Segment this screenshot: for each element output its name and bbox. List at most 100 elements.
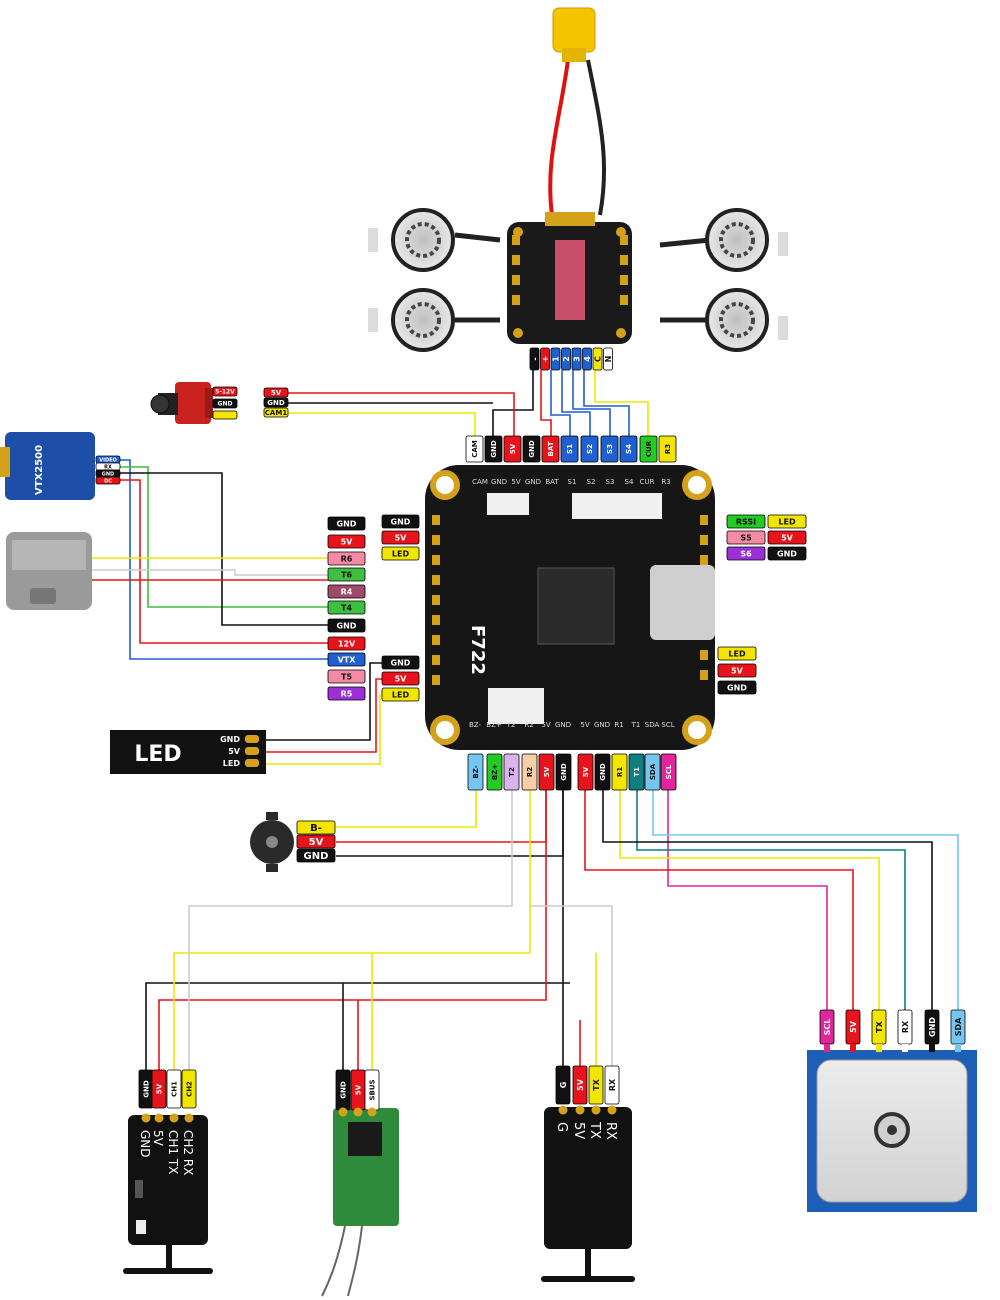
xt60-connector (552, 7, 596, 62)
pin-label: 2 (562, 356, 571, 362)
fc-silk-top-label: S3 (606, 478, 615, 486)
pin-tag-r1: R1 (611, 753, 628, 791)
pin-tag-led: LED (717, 646, 757, 661)
pin-tag-video: VIDEO (95, 455, 121, 464)
motor-bottom-left (391, 288, 455, 352)
pin-label: GND (391, 658, 411, 667)
motor-top-right (705, 208, 769, 272)
pin-label: SBUS (369, 1079, 377, 1100)
pin-tag-tx: TX (871, 1009, 887, 1045)
pin-tag-t4: T4 (327, 600, 366, 615)
pin-tag-r4: R4 (327, 584, 366, 599)
pin-tag-gnd: GND (296, 848, 336, 863)
pin-label: 5V (731, 666, 744, 675)
pin-tag-gnd: GND (327, 618, 366, 633)
pin-label: 5V (781, 533, 794, 542)
pin-tag-5v: 5V (350, 1069, 366, 1111)
wires (92, 59, 959, 1070)
pin-label: S3 (606, 444, 614, 454)
pin-tag-c: C (592, 347, 603, 371)
pin-label: BZ+ (491, 764, 499, 780)
pin-label: R1 (616, 767, 624, 777)
pin-tag-vtx: VTX (327, 652, 366, 667)
pin-tag-gnd: GND (717, 680, 757, 695)
led-strip: LED (110, 730, 266, 774)
pin-tag-rx: RX (604, 1065, 620, 1105)
pin-tag-5v: 5V (717, 663, 757, 678)
fc-silk-top-label: S4 (625, 478, 634, 486)
pin-label: GND (528, 440, 536, 458)
pin-label: GND (267, 399, 285, 407)
pin-tag-gnd: GND (484, 435, 503, 463)
pin-label: RX (608, 1078, 617, 1091)
pin-tag-5v: 5V (572, 1065, 588, 1105)
pin-label: 5V (849, 1020, 858, 1033)
receiver-3-pin-label: TX (587, 1121, 602, 1139)
pin-label: GND (102, 471, 114, 477)
pin-label: 5V (543, 766, 551, 777)
pin-tag-cur: CUR (639, 435, 658, 463)
pin-label: GND (143, 1080, 151, 1098)
fc-silk-top-label: CUR (640, 478, 655, 486)
pin-label: RX (901, 1020, 910, 1033)
pin-label: SDA (649, 763, 657, 780)
pin-label: GND (490, 440, 498, 458)
pin-label: CH2 (186, 1081, 194, 1097)
pin-tag-n: N (603, 347, 613, 371)
buzzer (250, 812, 294, 872)
pin-tag-5v: 5V (503, 435, 522, 463)
receiver-2 (321, 1108, 399, 1297)
pin-label: 5V (156, 1083, 164, 1094)
pin-tag-t6: T6 (327, 567, 366, 582)
gps-module (807, 1050, 977, 1212)
pin-tag--: - (529, 347, 540, 371)
pin-tag-t1: T1 (628, 753, 645, 791)
pin-label: T2 (508, 767, 516, 777)
fc-silk-bottom-label: SDA (645, 721, 660, 729)
pin-label: S5 (740, 533, 752, 542)
pin-tag-5v: 5V (263, 387, 289, 398)
fc-silk-bottom-label: R1 (614, 721, 623, 729)
receiver-3 (541, 1107, 635, 1282)
pin-tag-gnd: GND (555, 753, 572, 791)
pin-label: 5V (341, 537, 354, 546)
pin-label: GND (391, 517, 411, 526)
fc-silk-top-label: GND (525, 478, 541, 486)
pin-tag-5v: 5V (151, 1069, 167, 1109)
pin-label: BZ- (472, 765, 480, 778)
pin-tag-led: LED (767, 514, 807, 529)
pin-label: DC (104, 478, 112, 484)
pin-tag-gnd: GND (924, 1009, 940, 1045)
pin-label: SCL (665, 764, 673, 779)
pin-label: 12V (338, 639, 356, 648)
pin-tag-bz-: BZ+ (486, 753, 503, 791)
pin-label: T6 (341, 570, 352, 579)
pin-label: T5 (341, 672, 352, 681)
esc-board (507, 212, 632, 344)
pin-label: GND (560, 763, 568, 781)
pin-label: 5-12V (215, 389, 235, 396)
motor-bottom-right (705, 288, 769, 352)
pin-tag-gnd: GND (381, 655, 420, 670)
pin-label: 5V (355, 1084, 363, 1095)
pin-tag-3: 3 (571, 347, 582, 371)
pin-tag-gnd: GND (522, 435, 541, 463)
pin-label: SDA (954, 1017, 963, 1036)
pin-tag-r3: R3 (658, 435, 677, 463)
vtx-module: VTX2500 (0, 432, 95, 500)
pin-tag-dc: DC (95, 476, 121, 485)
fc-left-tags: GND5VR6T6R4T4GND12VVTXT5R5GND5VLEDGND5VL… (327, 514, 420, 702)
fc-silk-bottom-label: T1 (631, 721, 641, 729)
pin-tag-5v: 5V (845, 1009, 861, 1045)
pin-label: T1 (633, 767, 641, 777)
fc-silk-top-label: GND (491, 478, 507, 486)
pin-label: GND (337, 519, 357, 528)
fc-silk-bottom-label: GND (594, 721, 610, 729)
pin-tag-ch2: CH2 (181, 1069, 197, 1109)
pin-label: R3 (664, 444, 672, 454)
pin-tag-s1: S1 (560, 435, 579, 463)
